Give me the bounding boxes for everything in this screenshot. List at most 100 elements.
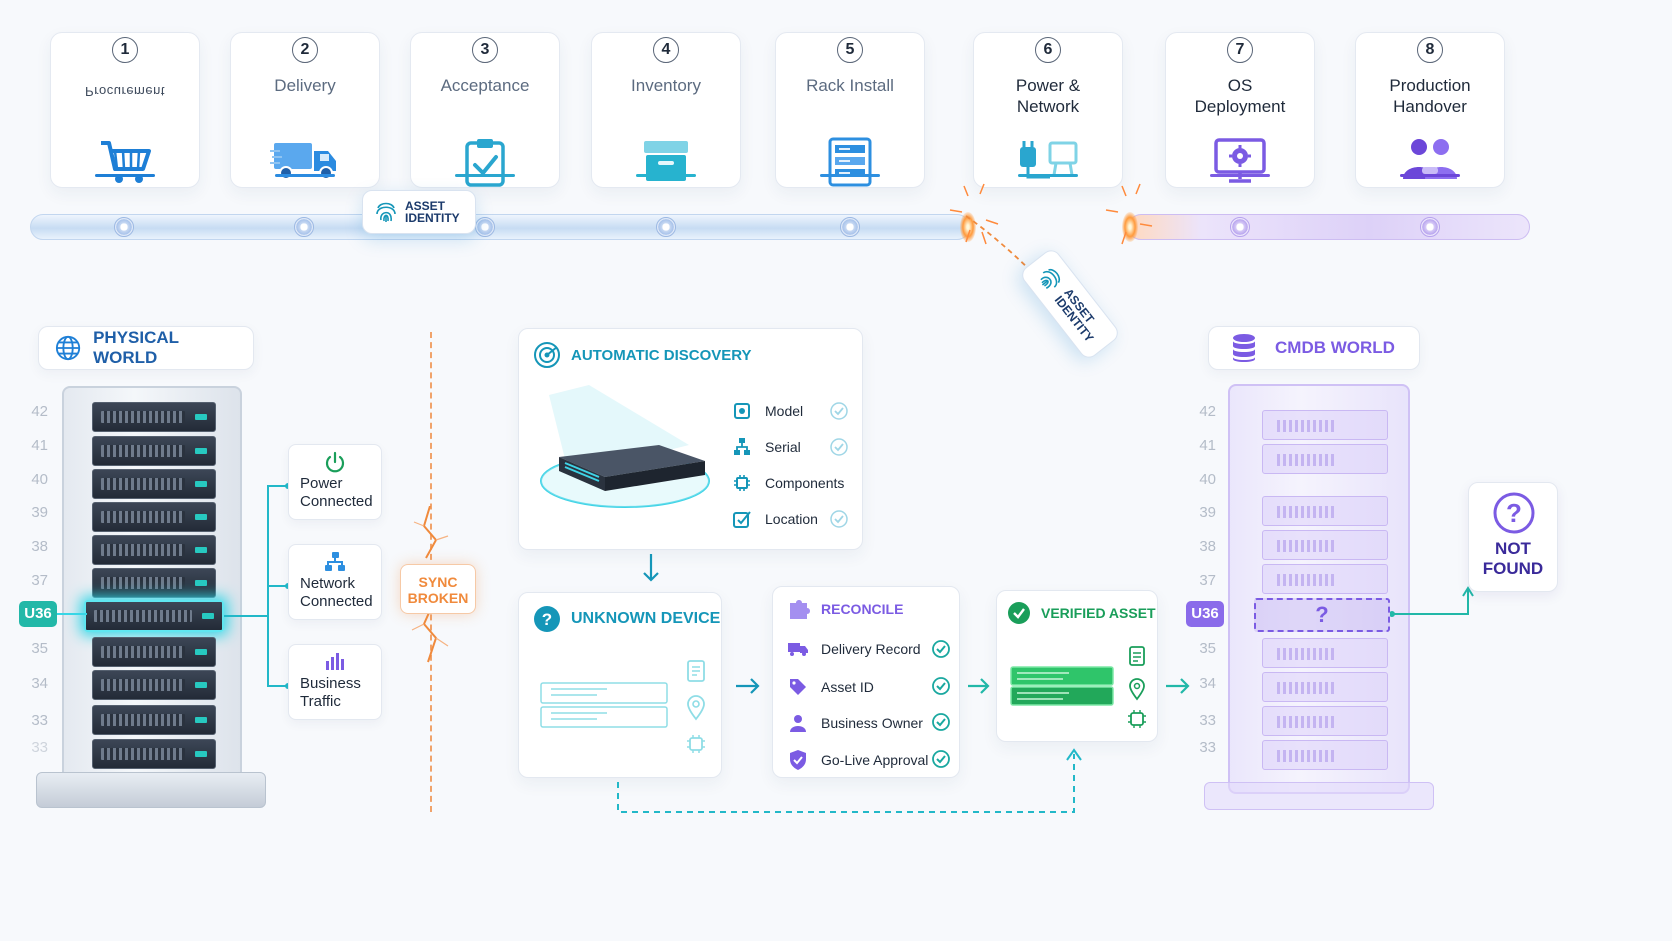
arrow-right (736, 678, 760, 694)
question-circle-icon: ? (534, 606, 560, 632)
stage-7-card: 7 OS Deployment (1165, 32, 1315, 188)
stage-5-card: 5 Rack Install (775, 32, 925, 188)
stage-label: Procurement (85, 84, 165, 99)
timeline-node (475, 217, 495, 237)
stage-1-card: 1 Procurement (50, 32, 200, 188)
stage-label: OS Deployment (1194, 76, 1286, 116)
business-traffic-card: Business Traffic (288, 644, 382, 720)
fingerprint-icon (376, 202, 396, 222)
stage-number: 1 (112, 37, 138, 63)
stage-label: Acceptance (440, 76, 530, 95)
rack-unit-label: 42 (1199, 403, 1216, 420)
check-icon (932, 677, 950, 695)
break-spark-left (960, 212, 976, 242)
person-icon (787, 713, 809, 733)
spark-rays (949, 183, 1153, 245)
document-icon (687, 660, 705, 682)
cmdb-rack-slot (1262, 444, 1388, 474)
discovery-item-label: Components (765, 475, 845, 491)
truck-icon (270, 137, 340, 188)
check-icon (830, 402, 848, 420)
verified-asset-panel: VERIFIED ASSET (996, 590, 1158, 742)
radar-icon (534, 342, 560, 368)
power-connected-card: Power Connected (288, 444, 382, 520)
rack-server (92, 568, 216, 598)
cmdb-rack-slot (1262, 740, 1388, 770)
rack-unit-label: 38 (31, 538, 48, 555)
reconcile-item-label: Delivery Record (821, 641, 921, 657)
cmdb-rack-slot (1262, 564, 1388, 594)
svg-text:?: ? (542, 610, 552, 629)
stage-underline (1210, 174, 1270, 177)
check-circle-icon (1008, 602, 1030, 624)
reconcile-item-label: Asset ID (821, 679, 874, 695)
clipboard-check-icon (463, 137, 507, 192)
asset-identity-tag: ASSET IDENTITY (362, 190, 476, 234)
not-found-symbol: ? (1506, 498, 1522, 528)
discovery-item-label: Location (765, 511, 818, 527)
unknown-title: UNKNOWN DEVICE (571, 610, 721, 627)
discovery-title-row: AUTOMATIC DISCOVERY (533, 341, 752, 369)
feedback-loop-arrow (617, 748, 1082, 813)
discovery-item-model: Model (731, 401, 851, 421)
chip-icon (1128, 710, 1146, 728)
sync-line-2: BROKEN (407, 590, 469, 606)
falling-asset-identity-tag: ASSET IDENTITY (1018, 246, 1122, 362)
physical-rack-base (36, 772, 266, 808)
location-pin-icon (687, 695, 705, 721)
ghost-server-illustration (540, 682, 668, 728)
physical-world-header: PHYSICAL WORLD (38, 326, 254, 370)
rack-unit-label: 41 (31, 437, 48, 454)
rack-unit-label: 40 (1199, 471, 1216, 488)
unknown-device-panel: ? UNKNOWN DEVICE (518, 592, 722, 778)
reconcile-item-business-owner: Business Owner (787, 713, 923, 733)
globe-icon (55, 335, 81, 361)
reconcile-item-label: Business Owner (821, 715, 923, 731)
unknown-title-row: ? UNKNOWN DEVICE (533, 605, 720, 633)
stage-4-card: 4 Inventory (591, 32, 741, 188)
rack-unit-label: 35 (31, 640, 48, 657)
timeline-node (656, 217, 676, 237)
rack-unit-label: 37 (31, 572, 48, 589)
model-tag-icon (731, 401, 753, 421)
not-found-connector (1390, 586, 1474, 617)
rack-server (92, 502, 216, 532)
tag-line-2: IDENTITY (405, 211, 460, 225)
cmdb-rack-base (1204, 782, 1434, 810)
stage-underline (275, 174, 335, 177)
timeline-node (294, 217, 314, 237)
verified-title: VERIFIED ASSET (1041, 605, 1156, 621)
stage-number: 8 (1417, 37, 1443, 63)
check-icon (830, 510, 848, 528)
location-pin-icon (1129, 678, 1145, 701)
break-spark-right (1122, 212, 1138, 242)
stage-underline (95, 174, 155, 177)
stage-8-card: 8 Production Handover (1355, 32, 1505, 188)
stage-number: 7 (1227, 37, 1253, 63)
cmdb-rack-slot (1262, 530, 1388, 560)
reconcile-item-go-live-approval: Go-Live Approval (787, 749, 928, 771)
check-icon (830, 438, 848, 456)
cmdb-rack-slot (1262, 706, 1388, 736)
rack-unit-label: 37 (1199, 572, 1216, 589)
serial-icon (731, 437, 753, 457)
stage-label: Rack Install (806, 76, 894, 95)
rack-server (92, 436, 216, 466)
cmdb-rack-slot (1262, 638, 1388, 668)
status-label: Network Connected (300, 575, 373, 610)
check-icon (932, 713, 950, 731)
timeline-blue-segment (30, 214, 970, 240)
discovery-item-location: Location (731, 509, 851, 529)
bar-chart-icon (324, 651, 346, 676)
rack-unit-label: 34 (31, 675, 48, 692)
discovery-item-label: Model (765, 403, 804, 419)
server-rack-icon (826, 137, 874, 192)
rack-unit-label: 39 (1199, 504, 1216, 521)
location-check-icon (731, 509, 753, 529)
chip-icon (687, 735, 705, 753)
rack-server-highlighted (84, 600, 224, 632)
discovery-title: AUTOMATIC DISCOVERY (571, 346, 752, 364)
stage-underline (636, 174, 696, 177)
fingerprint-icon (1040, 268, 1061, 289)
rack-server (92, 739, 216, 769)
